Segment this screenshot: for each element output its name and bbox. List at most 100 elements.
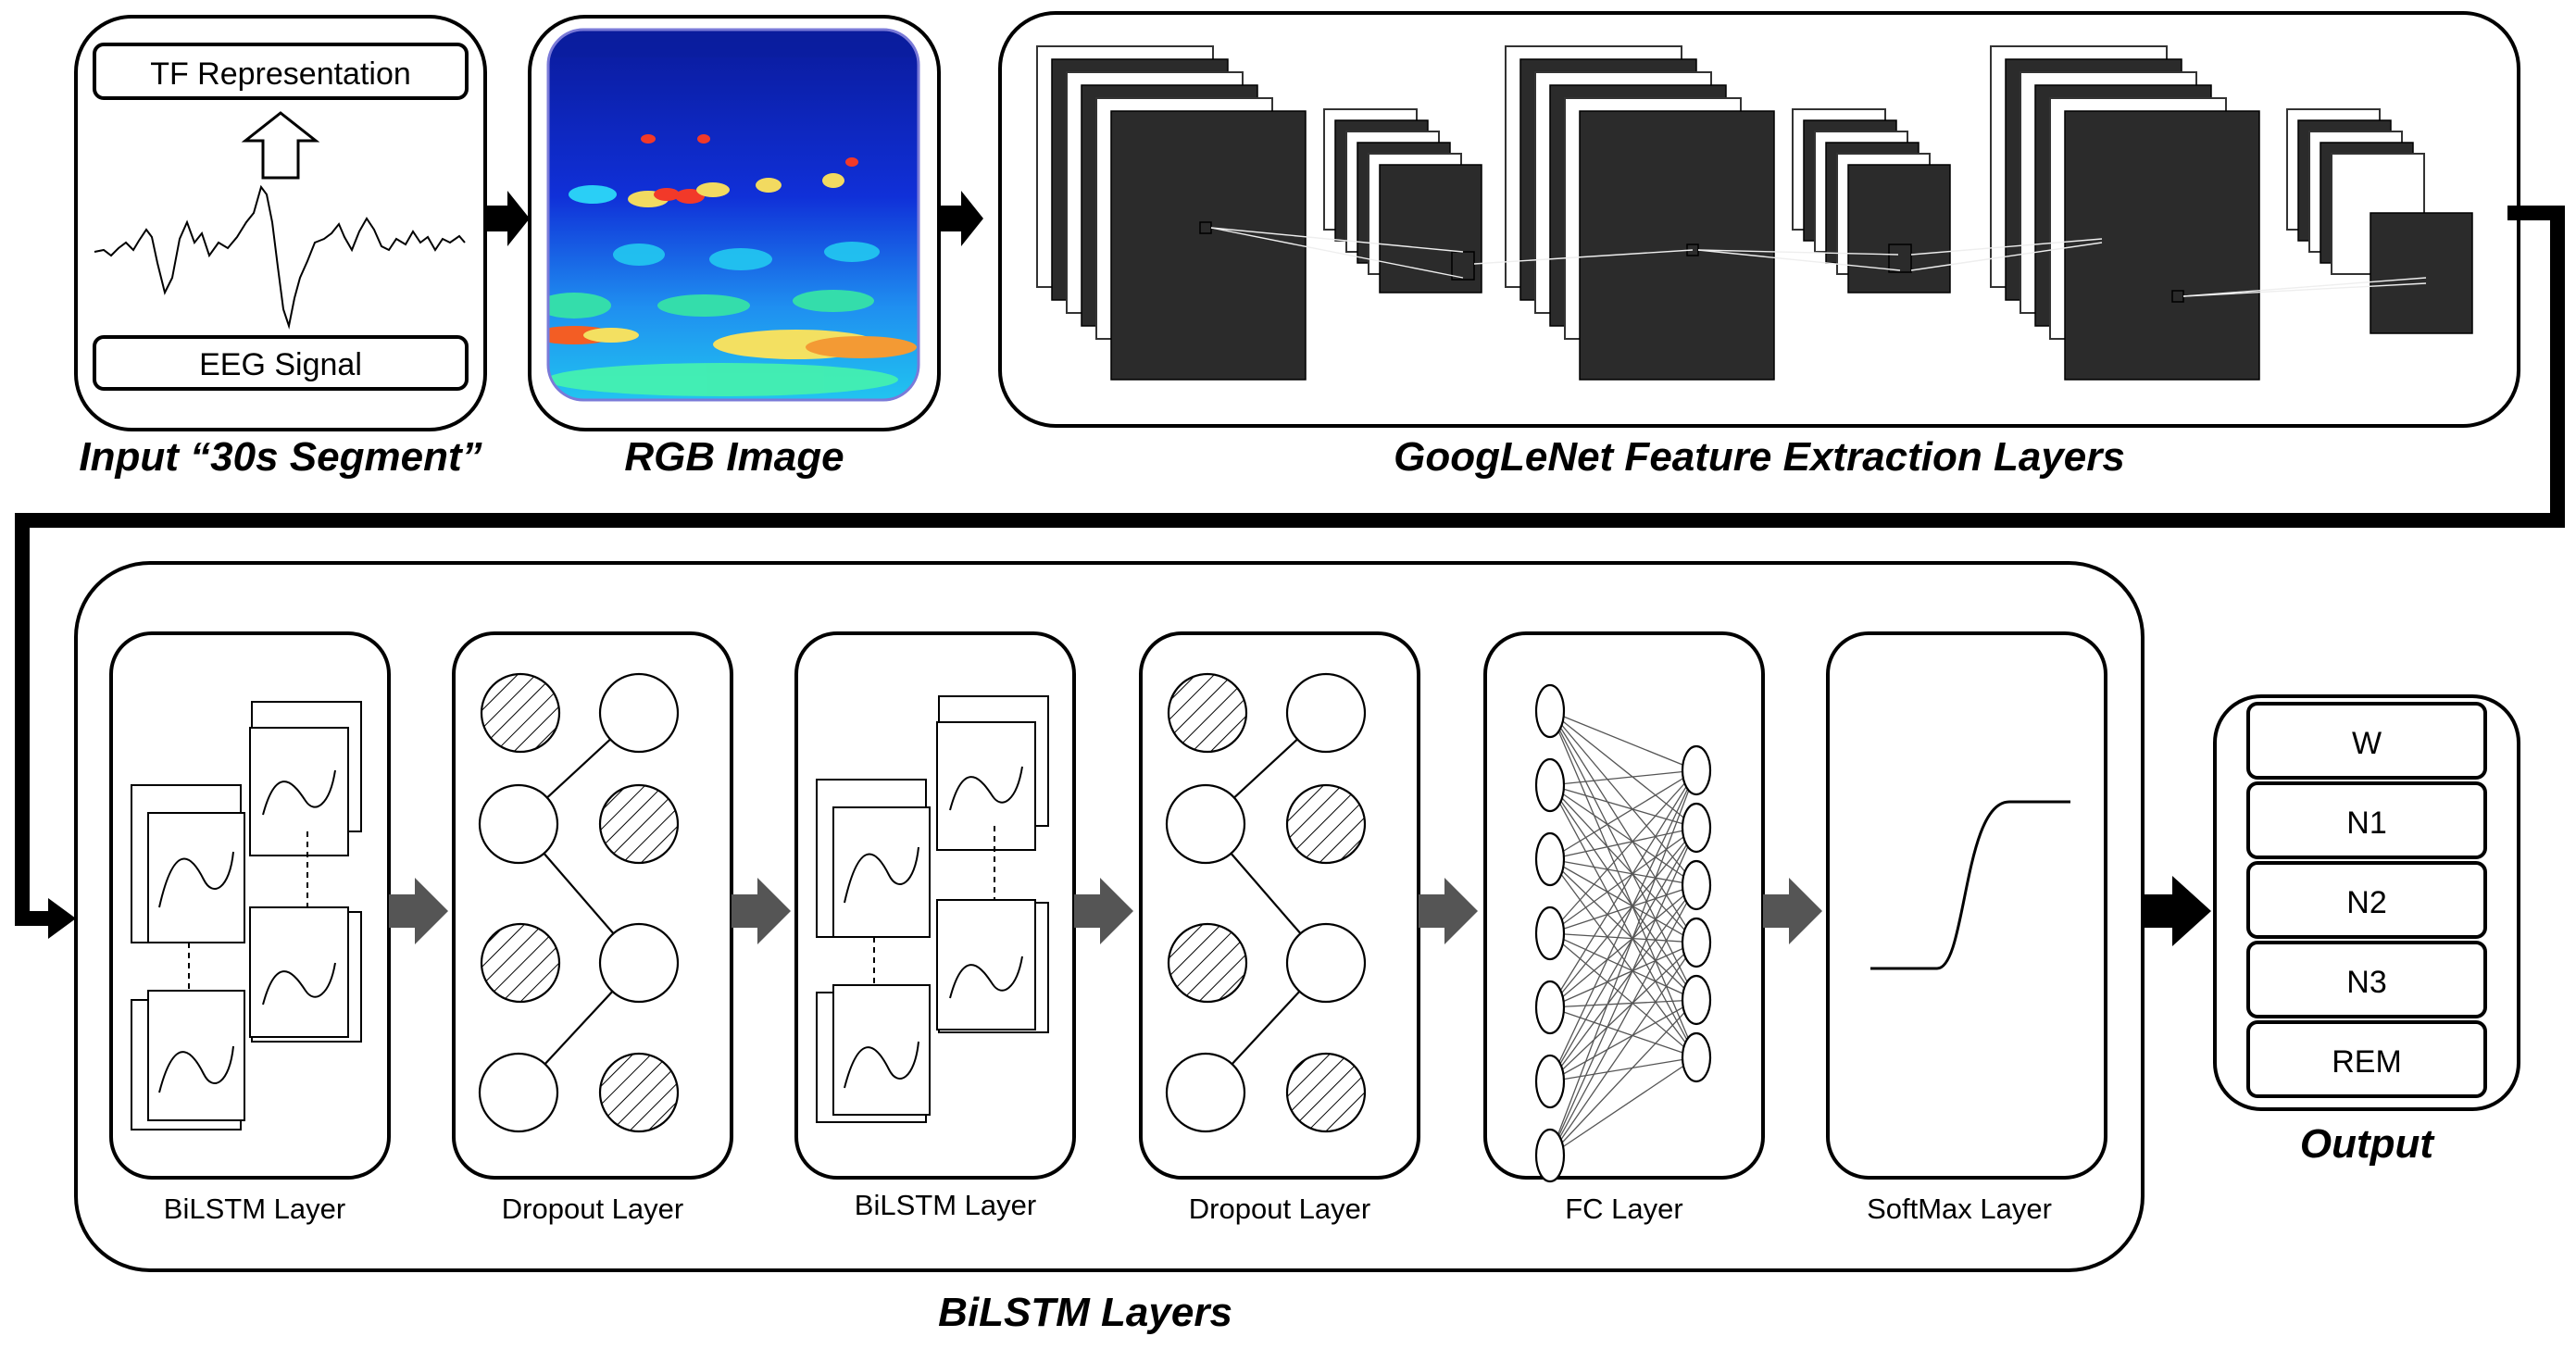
fc-connection-line <box>1549 858 1697 886</box>
fc-connection-line <box>1549 999 1697 1156</box>
fc-node <box>1534 1128 1566 1183</box>
tf-representation-box: TF Representation <box>93 43 469 100</box>
fc-node <box>1534 757 1566 813</box>
fc-connection-line <box>1549 1056 1697 1156</box>
googlenet-panel <box>998 11 2520 428</box>
arrow-layer-1-to-2 <box>389 878 448 944</box>
fc-connection-line <box>1549 827 1697 1156</box>
fc-connection-line <box>1549 710 1697 886</box>
fc-connection-line <box>1549 769 1697 1156</box>
bilstm-layers-caption: BiLSTM Layers <box>938 1290 1232 1335</box>
fc-connection-line <box>1549 932 1697 1058</box>
fc-connection-line <box>1549 1006 1697 1058</box>
fc-connection-line <box>1549 784 1697 943</box>
fc-connection-line <box>1549 942 1697 1008</box>
feature-map-stack-4 <box>1792 108 1951 294</box>
sigmoid-curve <box>1870 800 2070 970</box>
fc-connection-line <box>1549 769 1697 1082</box>
googlenet-caption: GoogLeNet Feature Extraction Layers <box>1394 434 2125 480</box>
projection-lines <box>1210 227 2427 297</box>
fc-node <box>1681 1031 1712 1083</box>
fc-node <box>1681 744 1712 796</box>
fc-node <box>1534 906 1566 961</box>
fc-connection-line <box>1549 858 1697 943</box>
fc-connection-line <box>1549 710 1697 771</box>
output-panel: W N1 N2 N3 REM <box>2213 694 2520 1111</box>
fc-connection-line <box>1549 884 1697 1008</box>
arrow-layer-3-to-4 <box>1074 878 1133 944</box>
rgb-caption: RGB Image <box>624 434 844 480</box>
arrow-layer-2-to-3 <box>732 878 791 944</box>
eeg-waveform <box>94 184 466 330</box>
fc-node <box>1681 859 1712 911</box>
layer-card-bilstm-2 <box>794 631 1076 1180</box>
fc-node <box>1534 683 1566 739</box>
output-class-label: REM <box>2332 1044 2402 1080</box>
layer-card-fc <box>1483 631 1765 1183</box>
fc-connection-line <box>1549 999 1697 1082</box>
fc-connection-line <box>1549 932 1697 943</box>
arrow-layer-4-to-5 <box>1419 878 1478 944</box>
layer-card-dropout-2 <box>1139 631 1420 1180</box>
output-class-label: N2 <box>2346 885 2386 920</box>
arrow-layer-5-to-6 <box>1763 878 1822 944</box>
fc-node <box>1534 831 1566 887</box>
layer-label-4: Dropout Layer <box>1189 1193 1370 1225</box>
spectrogram-image <box>548 30 919 400</box>
eeg-signal-box: EEG Signal <box>93 335 469 391</box>
fc-connection-line <box>1549 942 1697 1082</box>
fc-connection-line <box>1549 769 1697 786</box>
feature-map-stack-6 <box>2286 108 2473 334</box>
fc-connection-line <box>1549 769 1697 1008</box>
feature-map-stack-5 <box>1990 45 2260 381</box>
layer-card-dropout-1 <box>452 631 733 1180</box>
layer-label-6: SoftMax Layer <box>1867 1193 2052 1225</box>
fc-connection-line <box>1549 884 1697 1156</box>
fc-connection-line <box>1549 710 1697 829</box>
output-class-w: W <box>2246 702 2487 780</box>
fc-connection-line <box>1549 827 1697 1082</box>
fc-connection-line <box>1549 827 1697 934</box>
output-class-n2: N2 <box>2246 861 2487 939</box>
output-class-n3: N3 <box>2246 941 2487 1018</box>
fc-connection-line <box>1549 784 1697 1001</box>
fc-connection-line <box>1549 884 1697 934</box>
output-class-label: N3 <box>2346 965 2386 1000</box>
fc-connection-line <box>1549 784 1697 1058</box>
layer-label-1: BiLSTM Layer <box>164 1193 345 1225</box>
fc-node <box>1681 917 1712 968</box>
fc-nodes <box>1534 683 1712 1183</box>
fc-connection-line <box>1549 1056 1697 1082</box>
fc-connection-line <box>1549 827 1697 1008</box>
layer-label-2: Dropout Layer <box>502 1193 683 1225</box>
arrow-input-to-rgb <box>487 191 530 246</box>
fc-connection-line <box>1549 858 1697 1001</box>
fc-node <box>1534 980 1566 1035</box>
rgb-image-panel <box>528 15 941 431</box>
output-class-n1: N1 <box>2246 781 2487 859</box>
fc-connection-line <box>1549 769 1697 934</box>
fc-connection-line <box>1549 784 1697 886</box>
fc-connection-line <box>1549 784 1697 829</box>
feature-map-stack-3 <box>1505 45 1775 381</box>
fc-connection-line <box>1549 858 1697 1058</box>
fc-node <box>1681 802 1712 854</box>
fc-connection-line <box>1549 932 1697 1001</box>
fc-connections <box>1549 710 1697 1156</box>
fc-node <box>1534 1054 1566 1109</box>
fc-connection-line <box>1549 710 1697 1058</box>
input-panel: TF Representation EEG Signal <box>74 15 487 431</box>
output-caption: Output <box>2300 1121 2436 1167</box>
feature-map-stack-1 <box>1036 45 1307 381</box>
output-class-label: W <box>2352 726 2382 761</box>
up-arrow-icon <box>241 111 320 180</box>
tf-representation-label: TF Representation <box>150 56 411 92</box>
fc-connection-line <box>1549 710 1697 1001</box>
fc-connection-line <box>1549 710 1697 943</box>
arrow-rgb-to-googlenet <box>941 191 983 246</box>
row-connector-line <box>15 206 2565 926</box>
row-connector-arrowhead <box>48 898 76 939</box>
fc-node <box>1681 974 1712 1026</box>
input-caption: Input “30s Segment” <box>79 434 481 480</box>
